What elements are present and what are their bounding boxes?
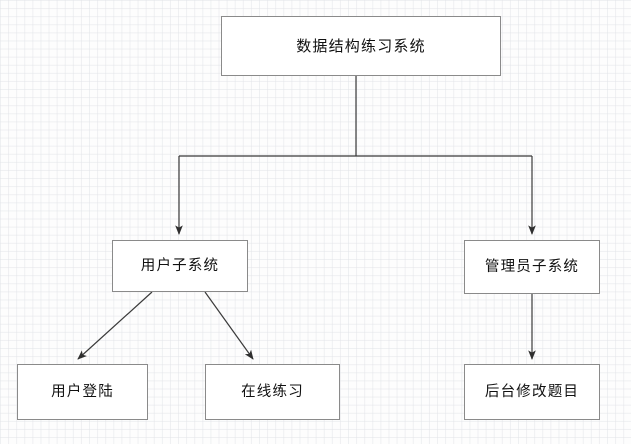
- node-edit-questions-label: 后台修改题目: [484, 383, 580, 400]
- node-admin-subsystem[interactable]: 管理员子系统: [464, 240, 600, 294]
- edge-user-subsystem-to-user-login: [77, 291, 153, 360]
- node-user-login[interactable]: 用户登陆: [17, 364, 148, 420]
- node-user-subsystem-label: 用户子系统: [140, 257, 220, 274]
- node-online-practice[interactable]: 在线练习: [205, 364, 340, 420]
- node-online-practice-label: 在线练习: [241, 383, 304, 400]
- node-user-login-label: 用户登陆: [51, 383, 114, 400]
- node-root-system[interactable]: 数据结构练习系统: [221, 16, 501, 76]
- node-user-subsystem[interactable]: 用户子系统: [112, 240, 248, 292]
- edge-user-subsystem-to-online-practice: [204, 291, 254, 360]
- node-admin-subsystem-label: 管理员子系统: [484, 258, 580, 275]
- node-root-system-label: 数据结构练习系统: [296, 36, 426, 55]
- node-edit-questions[interactable]: 后台修改题目: [464, 364, 600, 420]
